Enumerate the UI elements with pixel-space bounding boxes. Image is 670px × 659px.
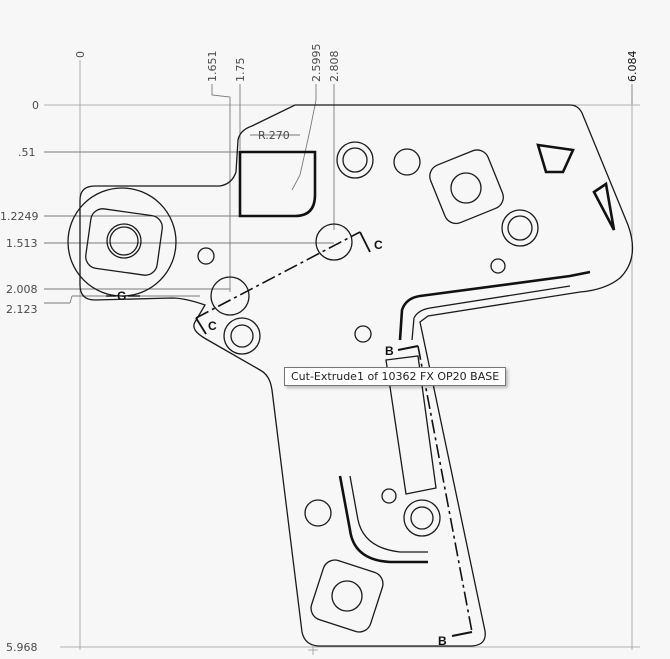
x-dim-1651: 1.651 [206, 51, 219, 83]
hole-11 [304, 499, 332, 527]
l-slot [398, 270, 591, 341]
bottom-slot-inner [349, 475, 428, 553]
hole-pocket-right [450, 172, 482, 204]
hole-left [109, 226, 139, 256]
trapezoid-slot [536, 143, 575, 174]
hole-12-inner [410, 506, 434, 530]
hole-1-inner [342, 147, 368, 173]
section-label-g: G [117, 289, 126, 303]
section-line-c [195, 231, 371, 335]
section-label-c-left: C [208, 319, 217, 333]
large-circle [67, 187, 177, 297]
hole-7 [354, 325, 372, 343]
hole-6-inner [230, 324, 254, 348]
y-dim-2008: 2.008 [6, 283, 38, 296]
hole-pocket-bottom [331, 580, 363, 612]
hole-10 [381, 488, 397, 504]
y-dim-2123: 2.123 [6, 303, 38, 316]
hole-8 [490, 258, 506, 274]
bottom-slot [338, 475, 428, 564]
pocket-right [429, 149, 504, 225]
hole-4 [197, 247, 215, 265]
hole-1 [336, 141, 374, 179]
x-dim-175: 1.75 [234, 58, 247, 83]
y-dim-0: 0 [32, 99, 39, 112]
triangle-slot [592, 181, 616, 231]
y-dim-5968: 5.968 [6, 641, 38, 654]
hole-6 [223, 317, 261, 355]
hole-2 [393, 148, 421, 176]
section-label-b-top: B [385, 344, 394, 358]
l-slot-inner [411, 285, 571, 341]
x-dim-6084: 6.084 [626, 51, 639, 83]
hole-3 [315, 223, 353, 261]
crosshair-icon [308, 645, 318, 655]
y-dim-1513: 1.513 [6, 237, 38, 250]
pocket-bottom [310, 559, 384, 633]
section-line-b [397, 345, 473, 637]
section-label-c-top: C [374, 238, 383, 252]
hole-9 [501, 209, 539, 247]
cut-rect [385, 355, 437, 495]
x-dim-2808: 2.808 [328, 51, 341, 83]
x-dim-0: 0 [74, 51, 87, 58]
section-label-b-bottom: B [438, 634, 447, 648]
pocket-left [85, 208, 163, 276]
hole-9-inner [507, 215, 533, 241]
dimension-leaders [44, 84, 633, 304]
cut-square [238, 150, 317, 218]
hole-12 [403, 499, 441, 537]
hole-5 [210, 276, 250, 316]
y-dim-12249: 1.2249 [0, 210, 39, 223]
hole-left-outer [106, 223, 142, 259]
y-dim-051: .51 [18, 146, 36, 159]
part-outline [79, 104, 634, 647]
radius-label: R.270 [258, 129, 290, 142]
hover-tooltip: Cut-Extrude1 of 10362 FX OP20 BASE [284, 367, 507, 386]
x-dim-25995: 2.5995 [310, 44, 323, 83]
